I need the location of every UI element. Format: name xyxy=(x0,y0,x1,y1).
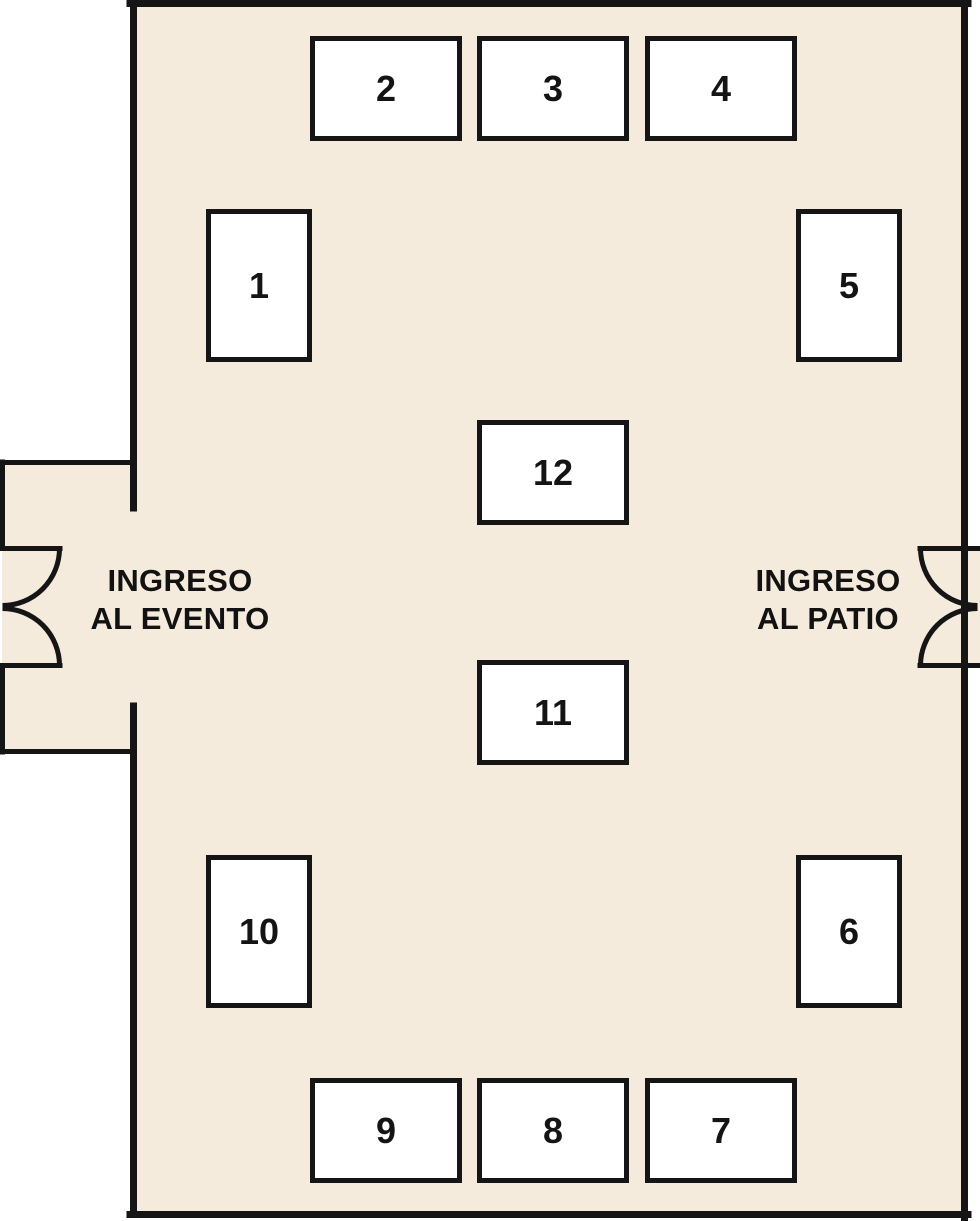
table-8[interactable]: 8 xyxy=(477,1078,629,1183)
right-door-upper-swing-arc xyxy=(918,548,978,608)
table-10[interactable]: 10 xyxy=(206,855,312,1008)
table-6[interactable]: 6 xyxy=(796,855,902,1008)
table-number-label: 7 xyxy=(710,1109,732,1151)
table-number-label: 4 xyxy=(710,67,732,109)
table-1[interactable]: 1 xyxy=(206,209,312,362)
left-door-upper-swing-arc xyxy=(2,548,62,608)
right-door-lower-swing-arc xyxy=(918,606,978,666)
entrance-label-patio: INGRESO AL PATIO xyxy=(755,563,901,636)
table-number-label: 1 xyxy=(248,264,270,306)
table-number-label: 9 xyxy=(375,1109,397,1151)
table-3[interactable]: 3 xyxy=(477,36,629,141)
table-4[interactable]: 4 xyxy=(645,36,797,141)
table-number-label: 12 xyxy=(532,451,574,493)
table-7[interactable]: 7 xyxy=(645,1078,797,1183)
table-number-label: 5 xyxy=(838,264,860,306)
table-number-label: 2 xyxy=(375,67,397,109)
table-2[interactable]: 2 xyxy=(310,36,462,141)
table-5[interactable]: 5 xyxy=(796,209,902,362)
table-number-label: 6 xyxy=(838,910,860,952)
table-11[interactable]: 11 xyxy=(477,660,629,765)
left-vestibule-floor xyxy=(2,462,134,752)
entrance-label-event: INGRESO AL EVENTO xyxy=(90,563,270,636)
table-number-label: 11 xyxy=(533,691,573,733)
table-number-label: 10 xyxy=(238,910,280,952)
table-number-label: 3 xyxy=(542,67,564,109)
main-hall-floor xyxy=(130,0,968,1214)
left-door-lower-swing-arc xyxy=(2,606,62,666)
table-9[interactable]: 9 xyxy=(310,1078,462,1183)
table-number-label: 8 xyxy=(542,1109,564,1151)
table-12[interactable]: 12 xyxy=(477,420,629,525)
